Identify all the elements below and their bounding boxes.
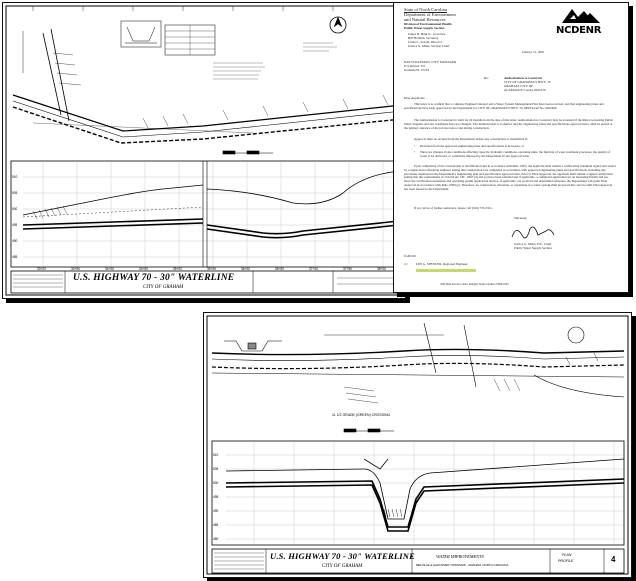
letter-paragraph: Approval must be secured from the Depart… bbox=[414, 137, 528, 141]
station-label: 35+50 bbox=[207, 267, 216, 271]
plan-profile-drawing-right bbox=[206, 315, 629, 575]
official-name: Linda C. Sewall, Director bbox=[408, 40, 442, 44]
station-label: 33+00 bbox=[37, 267, 46, 271]
elevation-label: 510 bbox=[12, 175, 18, 179]
project-subtitle: MELVILLE & HAW RIVER TOWNSHIP - GRAHAM, … bbox=[416, 563, 509, 567]
station-label: 37+50 bbox=[343, 267, 352, 271]
recipient-line: P O Drawer 357 bbox=[404, 64, 426, 68]
signature-image bbox=[511, 226, 555, 239]
elevation-label: 505 bbox=[12, 191, 18, 195]
elevation-label: 480 bbox=[213, 537, 219, 541]
crossing-note: 11 1/2 GRADE (GREEN) CROSSING bbox=[332, 413, 391, 417]
elevation-label: 495 bbox=[12, 223, 18, 227]
re-line: CITY OF GRAHAM/US HWY. 70 bbox=[504, 80, 551, 84]
re-line: ALAMANCE County 0201010 bbox=[504, 88, 546, 92]
letter-footer: 1634 Mail Service Center, Raleigh, North… bbox=[440, 283, 509, 286]
official-name: James B. Hunt Jr., Governor bbox=[408, 32, 446, 36]
plan-profile-drawing-left bbox=[5, 5, 403, 296]
drawing-title: U.S. HIGHWAY 70 - 30" WATERLINE bbox=[73, 273, 235, 283]
initials: JGM:OU bbox=[404, 254, 417, 258]
salutation: Dear Applicant: bbox=[404, 96, 425, 100]
re-line: Authorization to Construct bbox=[504, 76, 543, 80]
official-name: Jessica G. Miles, Section Chief bbox=[408, 44, 450, 48]
ncdenr-logo-icon bbox=[562, 9, 600, 23]
cc-label: cc: bbox=[404, 262, 408, 266]
drawing-subtitle: CITY OF GRAHAM bbox=[322, 564, 363, 569]
agency-line: State of North Carolina bbox=[404, 7, 447, 12]
letter-bullet: There are changes in site conditions aff… bbox=[420, 150, 611, 158]
bullet-icon: • bbox=[414, 150, 416, 154]
sheet-number: 4 bbox=[611, 555, 616, 564]
elevation-label: 490 bbox=[12, 239, 18, 243]
bullet-icon: • bbox=[414, 144, 416, 148]
letter-paragraph: If we can be of further assistance, plea… bbox=[414, 206, 493, 210]
official-name: Bill Holman, Secretary bbox=[408, 36, 439, 40]
logo-text: NCDENR bbox=[556, 25, 602, 36]
elevation-label: 485 bbox=[213, 523, 219, 527]
agency-line: Department of Environment bbox=[404, 12, 456, 17]
elevation-label: 490 bbox=[213, 509, 219, 513]
elevation-label: 500 bbox=[213, 481, 219, 485]
project-title: WATER IMPROVEMENTS bbox=[436, 554, 484, 559]
highlight-mark bbox=[416, 269, 476, 272]
re-label: Re: bbox=[484, 76, 489, 80]
agency-line: Public Water Supply Section bbox=[404, 26, 445, 30]
drawing-subtitle: CITY OF GRAHAM bbox=[143, 285, 184, 290]
station-label: 34+00 bbox=[105, 267, 114, 271]
re-line: GRAHAM, CITY OF bbox=[504, 84, 533, 88]
station-label: 35+00 bbox=[173, 267, 182, 271]
letter-paragraph: This letter is to confirm that a complet… bbox=[404, 102, 604, 110]
station-label: 37+00 bbox=[309, 267, 318, 271]
station-label: 36+00 bbox=[241, 267, 250, 271]
drawing-title: U.S. HIGHWAY 70 - 30" WATERLINE bbox=[270, 551, 415, 561]
sheet-type-profile: PROFILE bbox=[558, 559, 574, 563]
signer-line: Public Water Supply Section bbox=[514, 246, 552, 250]
station-label: 38+00 bbox=[377, 267, 386, 271]
signer-line: Jessica G. Miles, P.E., Chief bbox=[514, 242, 552, 246]
elevation-label: 485 bbox=[12, 255, 18, 259]
letter-paragraph: The Authorization to Construct is valid … bbox=[404, 118, 614, 130]
elevation-label: 510 bbox=[213, 453, 219, 457]
authorization-letter: State of North Carolina Department of En… bbox=[393, 2, 629, 293]
cc-recipient: LEE G. SPENCER, Regional Engineer bbox=[416, 262, 468, 266]
agency-line: Division of Environmental Health bbox=[404, 22, 452, 26]
letter-date: January 11, 2001 bbox=[522, 50, 545, 54]
agency-line: and Natural Resources bbox=[404, 17, 446, 22]
recipient-line: Graham,NC 27253 bbox=[404, 68, 430, 72]
sheet-type-plan: PLAN bbox=[562, 553, 572, 557]
station-label: 34+50 bbox=[139, 267, 148, 271]
closing: Sincerely, bbox=[514, 216, 528, 220]
elevation-label: 505 bbox=[213, 467, 219, 471]
recipient-line: RAY FOGLEMAN, CITY MANAGER bbox=[404, 60, 457, 64]
letter-bullet: Deviation from the approved engineering … bbox=[420, 144, 525, 148]
drawing-sheet-right: 11 1/2 GRADE (GREEN) CROSSING 510 505 50… bbox=[203, 312, 632, 578]
station-label: 36+50 bbox=[275, 267, 284, 271]
elevation-label: 500 bbox=[12, 207, 18, 211]
elevation-label: 495 bbox=[213, 495, 219, 499]
drawing-sheet-left: 510 505 500 495 490 485 33+00 33+50 34+0… bbox=[2, 2, 406, 299]
station-label: 33+50 bbox=[71, 267, 80, 271]
letter-paragraph: Upon completion of the construction or m… bbox=[404, 164, 616, 191]
